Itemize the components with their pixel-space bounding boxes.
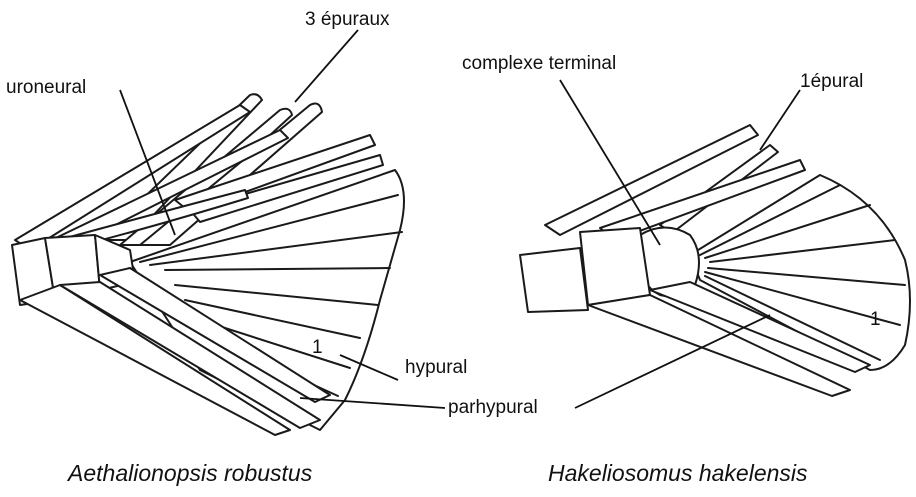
label-left-number-1: 1 — [312, 338, 323, 357]
leader-hypural — [340, 355, 398, 380]
leader-epuraux — [295, 30, 358, 102]
caption-aethalionopsis: Aethalionopsis robustus — [68, 462, 312, 485]
label-uroneural: uroneural — [6, 78, 86, 97]
leader-parhypural-right — [575, 315, 770, 408]
leader-uroneural — [120, 90, 175, 235]
label-hypural: hypural — [405, 358, 467, 377]
label-parhypural: parhypural — [448, 398, 538, 417]
label-right-number-1: 1 — [870, 310, 881, 329]
label-3-epuraux: 3 épuraux — [305, 10, 390, 29]
leader-epural — [760, 90, 800, 150]
caption-hakeliosomus: Hakeliosomus hakelensis — [548, 462, 808, 485]
label-1-epural: 1épural — [800, 72, 863, 91]
label-complexe-terminal: complexe terminal — [462, 54, 616, 73]
leader-parhypural — [300, 398, 445, 408]
leader-complexe — [560, 80, 660, 245]
